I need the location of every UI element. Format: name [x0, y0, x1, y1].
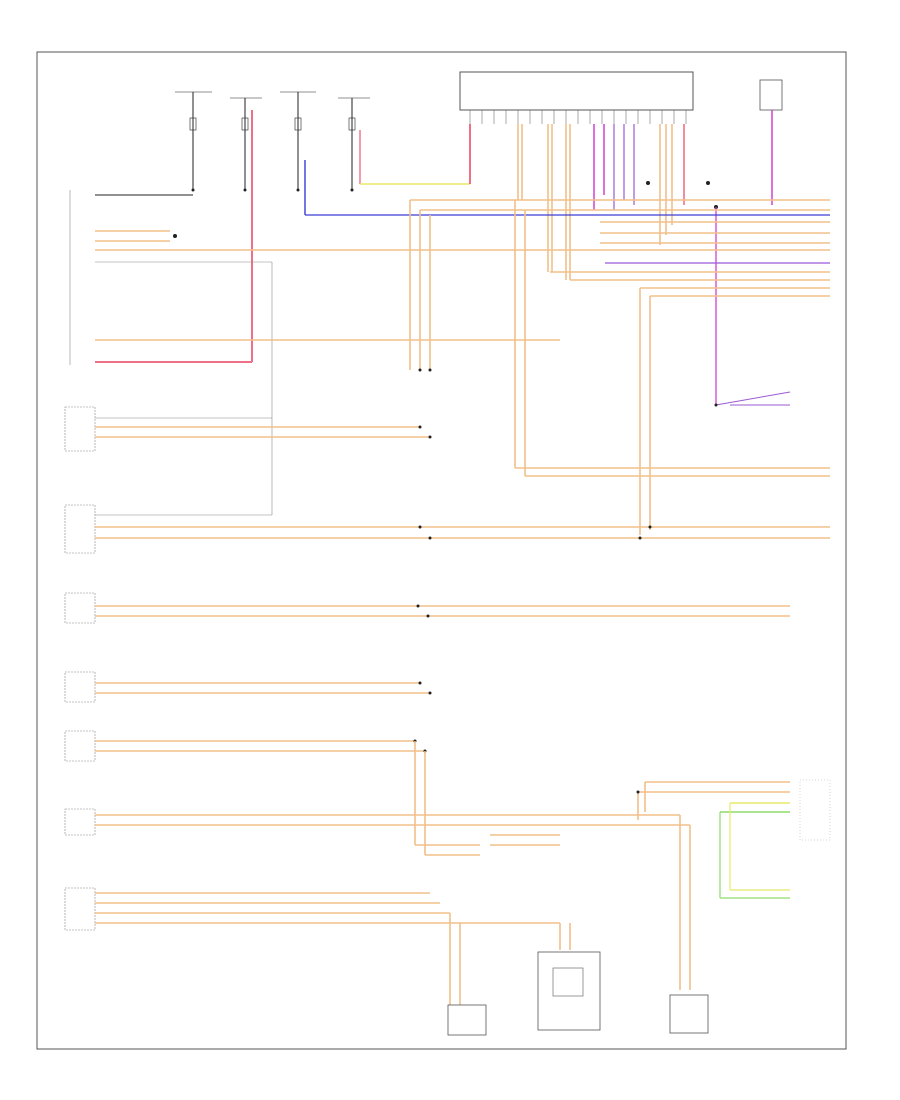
- gateway-box: [459, 71, 694, 111]
- gateway-module: [459, 71, 694, 280]
- feed-1: [175, 91, 212, 190]
- module-3: [64, 504, 830, 554]
- feed-2: [230, 97, 262, 362]
- bottom-right-module: [669, 994, 709, 1034]
- module-7: [64, 808, 691, 990]
- module-4: [64, 592, 790, 624]
- bottom-left-sensor: [447, 1004, 487, 1036]
- bottom-center-module: [537, 951, 601, 1031]
- sensor-block-right: [636, 779, 831, 899]
- top-bus: [305, 199, 830, 535]
- gateway-pins: [469, 110, 687, 124]
- top-right-module: [759, 79, 783, 205]
- top-fuse-feeds: [175, 91, 470, 362]
- feed-3: [280, 91, 316, 215]
- left-connector: [69, 190, 830, 515]
- feed-4: [338, 97, 470, 190]
- module-6: [64, 730, 427, 830]
- steering-module-connection: [714, 360, 791, 407]
- splice-dots: [191, 181, 710, 372]
- ground-symbol: [714, 205, 718, 360]
- diagram-border: [36, 51, 847, 1050]
- module-5: [64, 671, 432, 703]
- engine-control-module: [64, 406, 432, 452]
- module-8: [64, 887, 571, 1005]
